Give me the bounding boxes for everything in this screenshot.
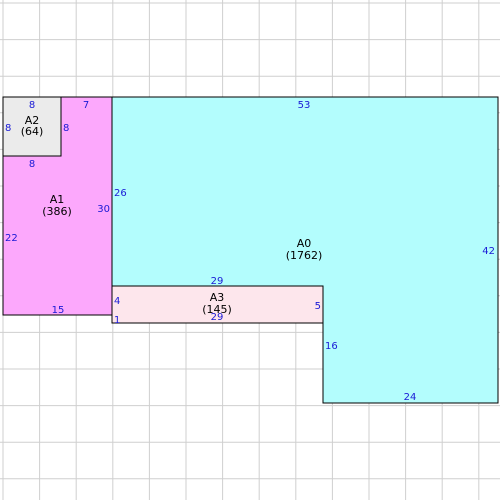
area-a1-name: A1 — [50, 193, 65, 206]
dimension-a0-bottom: 24 — [404, 392, 417, 403]
dimension-a3-lower-left: 1 — [114, 315, 120, 326]
dimension-a1-right: 30 — [97, 204, 110, 215]
area-a3-value: (145) — [202, 303, 232, 316]
area-a3-name: A3 — [210, 291, 225, 304]
dimension-a2-right: 8 — [63, 123, 69, 134]
dimension-a2-top: 8 — [29, 100, 35, 111]
dimension-a1-left: 22 — [5, 233, 18, 244]
dimension-a3-bottom: 29 — [211, 312, 224, 323]
dimension-a1-top: 7 — [83, 100, 89, 111]
area-a2-name: A2 — [25, 114, 40, 127]
dimension-a0-top: 53 — [298, 100, 311, 111]
area-a0-value: (1762) — [286, 249, 323, 262]
dimension-a1-bottom: 15 — [52, 305, 65, 316]
dimension-a3-right: 5 — [315, 301, 321, 312]
dimension-a2-left: 8 — [5, 123, 11, 134]
area-a0-name: A0 — [297, 237, 312, 250]
dimension-a0-inner-left: 26 — [114, 188, 127, 199]
dimension-a0-over-a3: 29 — [211, 276, 224, 287]
dimension-a3-left: 4 — [114, 296, 120, 307]
dimension-a0-lower-left: 16 — [325, 341, 338, 352]
area-a2-value: (64) — [21, 125, 44, 138]
dimension-a0-right: 42 — [482, 246, 495, 257]
area-a1-value: (386) — [42, 205, 72, 218]
area-a3-region — [111, 285, 324, 324]
area-a2-region — [2, 96, 62, 157]
dimension-a1-under-a2: 8 — [29, 159, 35, 170]
